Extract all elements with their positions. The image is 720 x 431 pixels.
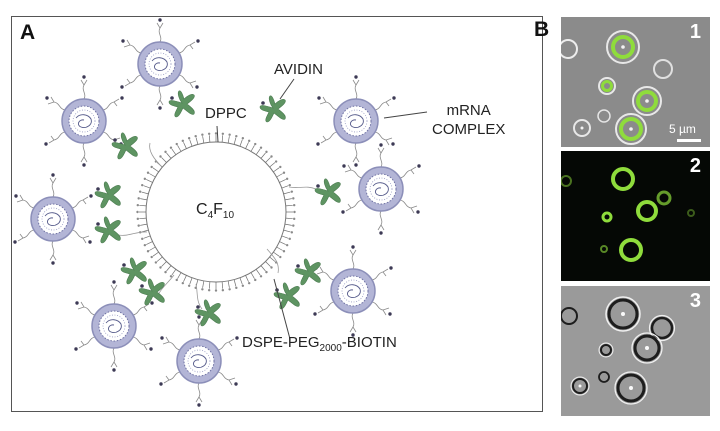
avidin-11: [194, 299, 221, 327]
avidin-5: [94, 181, 121, 209]
dppc-lipid-shell: [136, 132, 296, 292]
micrograph-1-image: [561, 30, 673, 145]
panel-a-letter: A: [20, 21, 36, 44]
avidin-1: [168, 90, 195, 118]
mrna-leader-line: [383, 111, 428, 119]
micrograph-2-number: 2: [689, 155, 701, 177]
mrna-complex-5: [340, 142, 422, 236]
dspe-leader-line: [273, 278, 291, 340]
micrograph-3-number: 3: [689, 290, 701, 312]
avidin-leader-line: [279, 78, 295, 100]
panel-b-letter: B: [534, 18, 550, 41]
microbubble-diagram: [12, 17, 428, 408]
dspe-label-part-a: DSPE-PEG: [242, 334, 320, 351]
avidin-8: [138, 278, 165, 306]
avidin-7: [120, 257, 147, 285]
micrograph-3-brightfield: 3: [561, 286, 710, 416]
mrna-complex-3: [315, 74, 397, 168]
panel-a-frame: A: [11, 16, 543, 412]
mrna-complex-2: [43, 74, 125, 168]
scale-bar-label: 5 µm: [669, 122, 696, 136]
gas-formula-sub1: 4: [207, 210, 214, 222]
gas-formula-c: C: [196, 201, 208, 218]
mrna-complex-4: [12, 172, 94, 266]
peg-biotin-tethers: [117, 142, 317, 310]
dspe-label-sub: 2000: [319, 343, 342, 354]
micrograph-1-number: 1: [689, 21, 701, 43]
mrna-label-line2: COMPLEX: [432, 121, 506, 138]
mrna-complex-8: [158, 314, 240, 408]
dppc-label: DPPC: [205, 105, 247, 122]
avidin-2: [259, 95, 286, 123]
micrograph-3-image: [561, 296, 676, 405]
mrna-complex-7: [73, 279, 155, 373]
avidin-label: AVIDIN: [274, 61, 323, 78]
gas-formula-label: C4F10: [196, 201, 234, 221]
dspe-label-part-b: -BIOTIN: [341, 334, 397, 351]
gas-formula-sub2: 10: [222, 210, 235, 222]
mrna-label-line1: mRNA: [446, 102, 491, 119]
mrna-complex-label: mRNA COMPLEX: [432, 101, 505, 139]
gas-formula-f: F: [213, 201, 223, 218]
avidin-9: [294, 258, 321, 286]
scale-bar: [677, 139, 701, 142]
avidin-4: [314, 178, 341, 206]
avidin-6: [94, 216, 121, 244]
avidin-3: [111, 132, 138, 160]
micrograph-1-brightfield-overlay: 1 5 µm: [561, 17, 710, 147]
dppc-leader-line: [216, 125, 219, 143]
mrna-complex-6: [312, 244, 394, 338]
micrograph-2-fluorescence: 2: [561, 151, 710, 281]
micrograph-2-image: [561, 167, 695, 262]
dspe-peg-biotin-label: DSPE-PEG2000-BIOTIN: [242, 334, 397, 354]
avidin-10: [273, 282, 300, 310]
